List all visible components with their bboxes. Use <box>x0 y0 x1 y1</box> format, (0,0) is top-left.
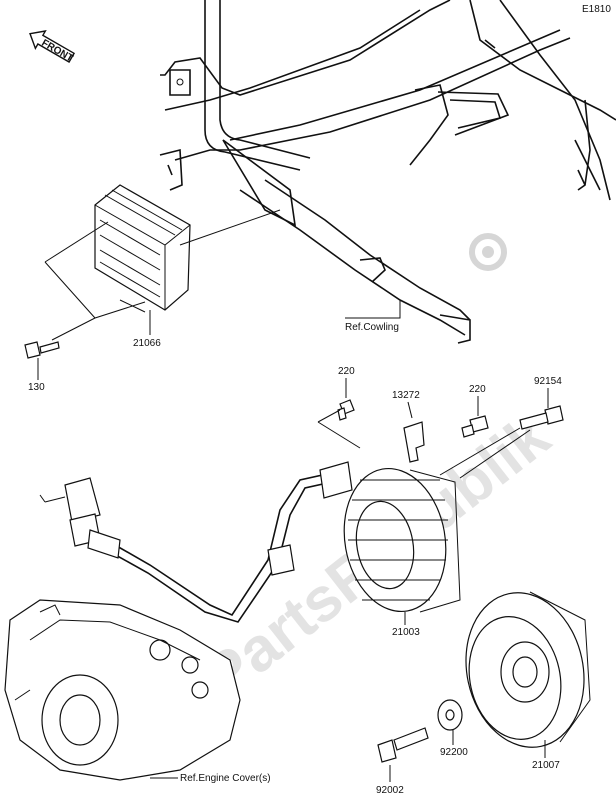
label-220-right: 220 <box>469 384 486 395</box>
regulator-bolt <box>24 341 60 359</box>
regulator-rectifier <box>94 184 191 313</box>
bolt-220-right <box>461 415 489 438</box>
bolt-92154 <box>519 405 564 430</box>
engine-cover <box>4 599 241 781</box>
front-arrow-icon: FRONT <box>29 30 76 65</box>
gear-icon <box>469 233 507 271</box>
label-21003: 21003 <box>392 627 420 638</box>
wiring-harness <box>39 461 353 623</box>
ref-engine-cover-label: Ref.Engine Cover(s) <box>180 773 271 784</box>
diagram-code: E1810 <box>582 4 611 15</box>
label-92200: 92200 <box>440 747 468 758</box>
rotor-bolt <box>377 727 429 763</box>
bolt-220-left <box>337 399 355 421</box>
label-130: 130 <box>28 382 45 393</box>
label-21066: 21066 <box>133 338 161 349</box>
rotor <box>465 591 591 748</box>
label-92002: 92002 <box>376 785 404 796</box>
frame <box>159 0 616 344</box>
label-92154: 92154 <box>534 376 562 387</box>
label-21007: 21007 <box>532 760 560 771</box>
label-13272: 13272 <box>392 390 420 401</box>
front-label: FRONT <box>39 38 74 65</box>
clamp <box>403 421 425 463</box>
ref-cowling-label: Ref.Cowling <box>345 322 399 333</box>
washer <box>437 699 463 731</box>
stator <box>343 467 461 613</box>
label-220-left: 220 <box>338 366 355 377</box>
